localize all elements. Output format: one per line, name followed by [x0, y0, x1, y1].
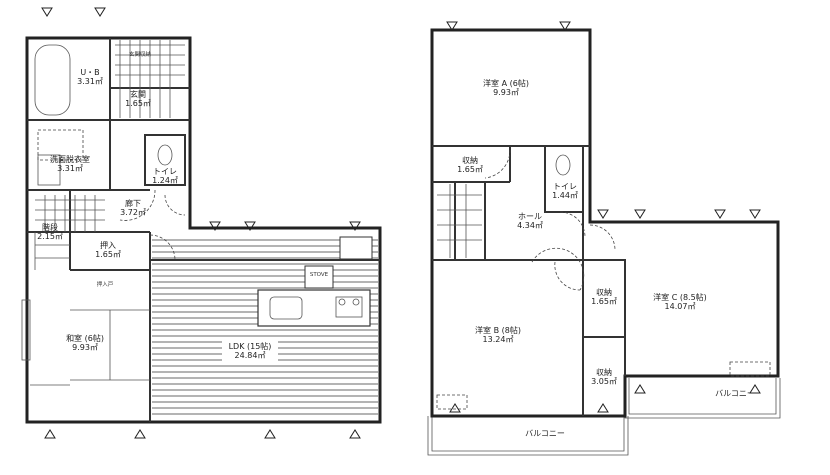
- elevation-marker-icon: [559, 21, 571, 31]
- elevation-marker-icon: [634, 209, 646, 219]
- washbasin-icon: [37, 154, 61, 186]
- room-name: 洋室 B (8帖): [475, 325, 521, 335]
- elevation-marker-icon: [446, 21, 458, 31]
- room-area: 3.31㎡: [77, 77, 103, 86]
- room-name: 収納: [596, 367, 612, 377]
- balcony-label: バルコニー: [525, 429, 565, 438]
- elevation-marker-icon: [349, 429, 361, 439]
- floor-2-plan: 洋室 A (6帖) 9.93㎡ 収納 1.65㎡ トイレ 1.44㎡ ホール 4…: [427, 28, 781, 456]
- elevation-marker-icon: [94, 7, 106, 17]
- balcony-label: バルコニー: [715, 389, 755, 398]
- entry-storage-label: 玄関収納: [129, 50, 152, 58]
- toilet-icon: [555, 154, 571, 176]
- room-area: 14.07㎡: [665, 302, 696, 311]
- elevation-marker-icon: [749, 209, 761, 219]
- elevation-marker-icon: [244, 221, 256, 231]
- elevation-marker-icon: [634, 384, 646, 394]
- elevation-marker-icon: [749, 384, 761, 394]
- room-name: 収納: [596, 287, 612, 297]
- room-area: 9.93㎡: [72, 343, 98, 352]
- room-name: 玄関: [130, 89, 146, 99]
- room-area: 1.65㎡: [457, 165, 483, 174]
- room-name: 洗面脱衣室: [50, 154, 90, 164]
- floor-1-interior-walls: [27, 38, 380, 422]
- room-area: 24.84㎡: [235, 351, 266, 360]
- room-name: 洋室 A (6帖): [483, 78, 529, 88]
- room-area: 13.24㎡: [483, 335, 514, 344]
- room-area: 2.15㎡: [37, 232, 63, 241]
- elevation-marker-icon: [264, 429, 276, 439]
- balcony-south: [427, 416, 629, 456]
- floor-1-plan: /* stripes drawn by script below */ STOV…: [21, 36, 382, 424]
- sink-icon: [269, 296, 303, 320]
- bathtub-icon: [34, 44, 71, 116]
- room-area: 9.93㎡: [493, 88, 519, 97]
- room-area: 1.65㎡: [125, 99, 151, 108]
- room-name: トイレ: [553, 182, 577, 191]
- room-name: 廊下: [125, 198, 141, 208]
- toilet-icon: [157, 144, 173, 166]
- room-area: 1.65㎡: [95, 250, 121, 259]
- stove-label: STOVE: [310, 272, 329, 278]
- room-name: 収納: [462, 155, 478, 165]
- elevation-marker-icon: [209, 221, 221, 231]
- stairs-icon: [34, 195, 105, 270]
- room-name: 和室 (6帖): [66, 333, 104, 343]
- room-area: 3.05㎡: [591, 377, 617, 386]
- elevation-marker-icon: [714, 209, 726, 219]
- room-name: 階段: [42, 222, 58, 232]
- balcony-east: [624, 378, 781, 419]
- kitchen-counter: [257, 289, 371, 327]
- room-area: 1.65㎡: [591, 297, 617, 306]
- elevation-marker-icon: [134, 429, 146, 439]
- room-name: U・B: [80, 68, 99, 77]
- floor-2-interior-walls: [432, 145, 626, 416]
- room-area: 1.44㎡: [552, 191, 578, 200]
- oshiire-door-label: 押入戸: [97, 280, 114, 288]
- floor-1-outer-wall: [25, 36, 382, 424]
- tatami-lines: [30, 309, 150, 386]
- elevation-marker-icon: [597, 209, 609, 219]
- elevation-marker-icon: [597, 403, 609, 413]
- room-name: ホール: [518, 212, 542, 221]
- elevation-marker-icon: [449, 403, 461, 413]
- window-west[interactable]: [21, 299, 31, 361]
- room-name: 押入: [100, 240, 116, 250]
- elevation-marker-icon: [41, 7, 53, 17]
- fridge-space: [304, 265, 334, 289]
- room-area: 3.72㎡: [120, 208, 146, 217]
- room-area: 3.31㎡: [57, 164, 83, 173]
- room-area: 1.24㎡: [152, 176, 178, 185]
- floor-2-outer-wall: [430, 28, 780, 418]
- room-name: 洋室 C (8.5帖): [653, 292, 707, 302]
- room-area: 4.34㎡: [517, 221, 543, 230]
- elevation-markers: [41, 7, 761, 439]
- room-name: トイレ: [153, 167, 177, 176]
- entry-tile-grid: [115, 40, 185, 118]
- stove-icon: [335, 296, 363, 318]
- elevation-marker-icon: [44, 429, 56, 439]
- stairs-icon: [437, 184, 482, 258]
- room-name: LDK (15帖): [229, 341, 272, 351]
- elevation-marker-icon: [349, 221, 361, 231]
